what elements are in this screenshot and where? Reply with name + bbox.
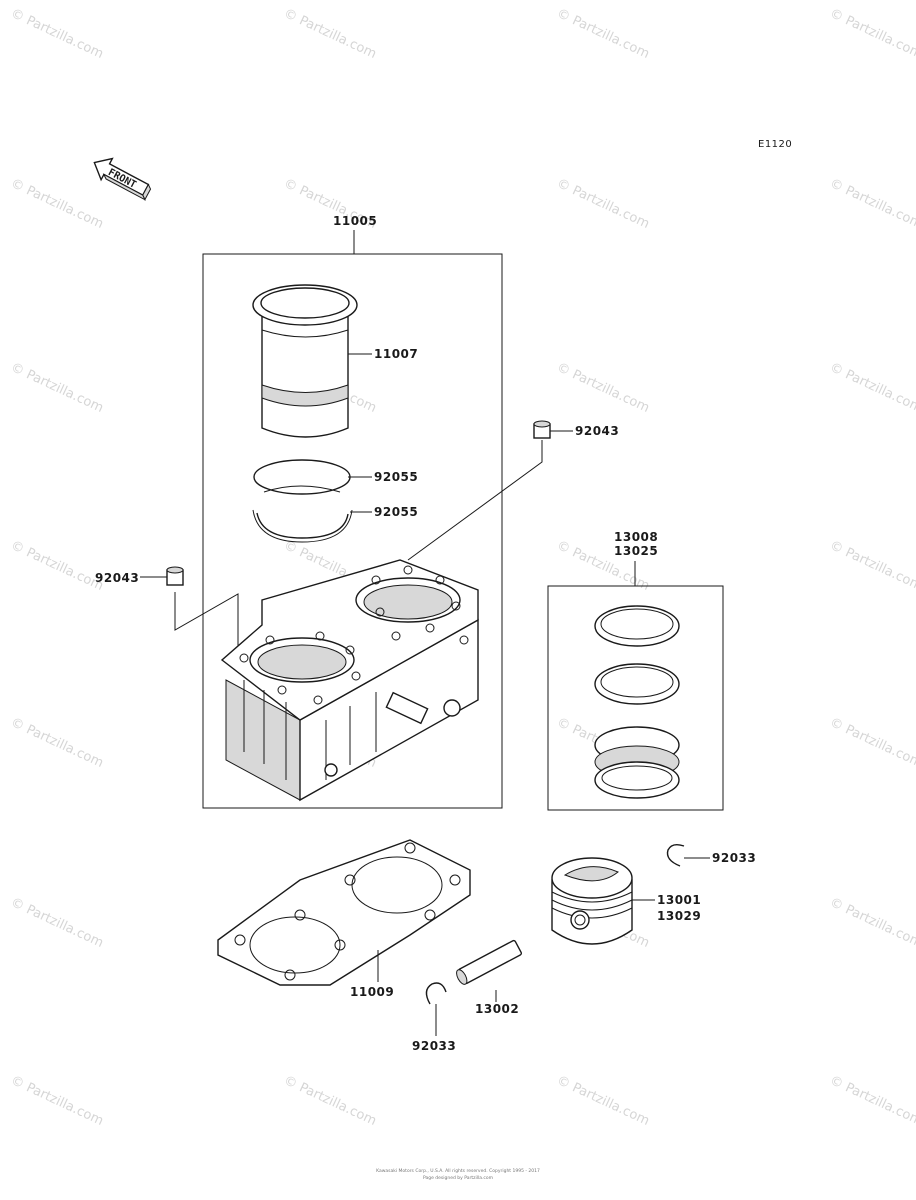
catalog-code: E1120 — [758, 139, 792, 150]
o-ring-upper-part — [253, 459, 351, 495]
watermark-text: © Partzilla.com — [827, 176, 916, 232]
watermark-text: © Partzilla.com — [554, 176, 651, 232]
o-ring-lower-part — [256, 512, 349, 539]
watermark-text: © Partzilla.com — [8, 6, 105, 62]
label-11005: 11005 — [333, 214, 377, 228]
label-13029: 13029 — [657, 909, 701, 923]
watermark-text: © Partzilla.com — [8, 895, 105, 951]
piston-pin-part — [456, 939, 523, 985]
label-92043-right: 92043 — [575, 424, 619, 438]
watermark-text: © Partzilla.com — [281, 6, 378, 62]
watermark-text: © Partzilla.com — [554, 360, 651, 416]
piston-part — [551, 857, 633, 945]
head-gasket-part — [217, 839, 471, 986]
footer-credit: Page designed by Partzilla.com — [423, 1175, 493, 1181]
watermark-text: © Partzilla.com — [827, 1073, 916, 1129]
watermark-text: © Partzilla.com — [827, 715, 916, 771]
cylinder-liner-part — [252, 284, 358, 438]
watermark-text: © Partzilla.com — [827, 538, 916, 594]
watermark-text: © Partzilla.com — [8, 538, 105, 594]
watermark-text: © Partzilla.com — [554, 1073, 651, 1129]
watermark-text: © Partzilla.com — [8, 176, 105, 232]
piston-ring-set-part — [594, 605, 680, 799]
dowel-pin-right-part — [533, 420, 551, 439]
leader-92043-right-to-block — [407, 440, 543, 561]
label-92033-bottom: 92033 — [412, 1039, 456, 1053]
footer-copyright: Kawasaki Motors Corp., U.S.A. All rights… — [376, 1168, 540, 1174]
circlip-bottom-part — [425, 982, 447, 1005]
leader-92043-left-to-block — [174, 592, 239, 668]
label-92055-lower: 92055 — [374, 505, 418, 519]
watermark-text: © Partzilla.com — [554, 6, 651, 62]
label-11007: 11007 — [374, 347, 418, 361]
label-92043-left: 92043 — [95, 571, 139, 585]
cylinder-assy-box — [202, 253, 503, 809]
watermark-text: © Partzilla.com — [8, 715, 105, 771]
watermark-text: © Partzilla.com — [281, 1073, 378, 1129]
label-13002: 13002 — [475, 1002, 519, 1016]
label-13001: 13001 — [657, 893, 701, 907]
dowel-pin-left-part — [166, 566, 184, 586]
front-direction-icon: FRONT — [93, 157, 152, 201]
o-ring-upper-inner — [263, 485, 341, 493]
circlip-right-part — [666, 843, 685, 867]
label-92055-upper: 92055 — [374, 470, 418, 484]
watermark-text: © Partzilla.com — [8, 1073, 105, 1129]
label-13025: 13025 — [614, 544, 658, 558]
label-13008: 13008 — [614, 530, 658, 544]
watermark-text: © Partzilla.com — [8, 360, 105, 416]
watermark-text: © Partzilla.com — [827, 895, 916, 951]
cylinder-block-part — [220, 559, 479, 802]
watermark-layer: © Partzilla.com © Partzilla.com © Partzill… — [8, 6, 916, 1129]
watermark-text: © Partzilla.com — [827, 360, 916, 416]
piston-ring-set-box — [547, 585, 724, 811]
label-92033-right: 92033 — [712, 851, 756, 865]
watermark-text: © Partzilla.com — [827, 6, 916, 62]
label-11009: 11009 — [350, 985, 394, 999]
